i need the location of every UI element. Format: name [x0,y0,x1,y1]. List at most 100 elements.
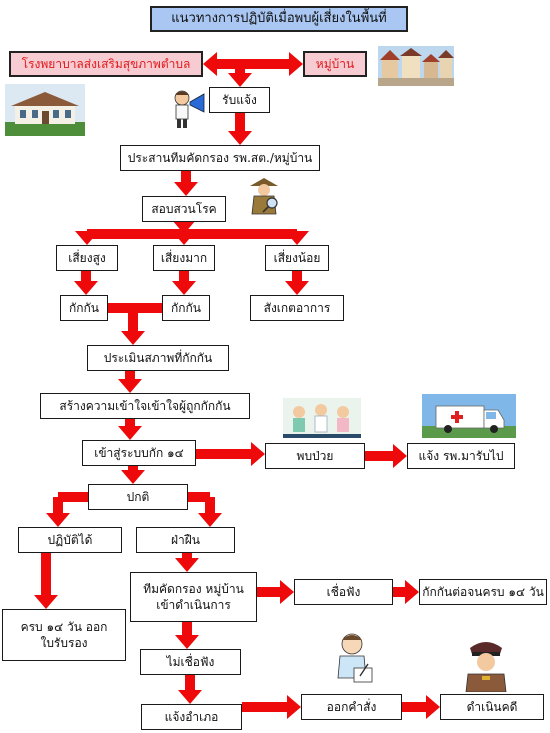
connector-head-19 [285,231,309,245]
node-hospital: โรงพยาบาลส่งเสริมสุขภาพตำบล [9,51,203,77]
connector-bar-20 [81,271,91,283]
node-coordinate-label: ประสานทีมคัดกรอง รพ.สต./หมู่บ้าน [127,150,313,165]
node-observe-label: สังเกตอาการ [263,300,331,315]
node-complete-line1: ครบ ๑๔ วัน ออก [20,619,108,634]
connector-head-56 [178,690,202,704]
page-title: แนวทางการปฏิบัติเมื่อพบผู้เสี่ยงในพื้นที… [150,6,408,32]
node-obey: เชื่อฟัง [294,579,393,605]
connector-head-10 [174,182,198,196]
node-normal-label: ปกติ [126,489,150,504]
connector-bar-53 [182,622,192,637]
connector-bar-22 [179,271,189,283]
connector-head-34 [251,442,265,466]
node-sick-label: พบป่วย [296,448,334,463]
connector-head-60 [426,695,440,719]
node-low-risk-label: เสี่ยงน้อย [273,250,321,265]
village-houses-icon [378,46,454,86]
node-team-line1: ทีมคัดกรอง หมู่บ้าน [143,581,244,596]
connector-head-12 [172,220,196,234]
node-low-risk: เสี่ยงน้อย [265,245,329,271]
medical-team-icon [283,398,361,438]
connector-bar-42 [188,492,210,502]
node-quarantine-2: กักกัน [162,295,210,321]
node-understand-label: สร้างความเข้าใจเข้าใจผู้ถูกกักกัน [59,398,231,413]
writing-boy-icon [332,630,376,688]
connector-head-32 [118,426,142,440]
connector-head-23 [172,281,196,295]
connector-bar-57 [242,702,289,712]
node-hospital-label: โรงพยาบาลส่งเสริมสุขภาพตำบล [21,56,191,71]
node-enter-label: เข้าสู่ระบบกัก ๑๔ [94,445,184,460]
connector-head-15 [75,231,99,245]
connector-bar-5 [235,64,245,75]
node-extend: กักกันต่อจนครบ ๑๔ วัน [419,579,547,605]
node-very-risk-label: เสี่ยงมาก [160,250,208,265]
ambulance-icon [422,394,516,438]
node-enter: เข้าสู่ระบบกัก ๑๔ [82,440,196,466]
connector-head-6 [228,73,252,87]
connector-bar-49 [257,587,282,597]
node-very-risk: เสี่ยงมาก [153,245,215,271]
node-receive-label: รับแจ้ง [222,92,257,107]
connector-bar-45 [41,553,51,597]
connector-bar-2 [240,59,291,69]
connector-head-50 [280,580,294,604]
node-disobey: ไม่เชื่อฟัง [140,649,241,675]
node-team-line2: เข้าดำเนินการ [156,598,231,612]
node-team: ทีมคัดกรอง หมู่บ้าน เข้าดำเนินการ [130,572,257,622]
node-district: แจ้งอำเภอ [141,704,242,730]
connector-head-52 [405,580,419,604]
node-quarantine-1: กักกัน [60,295,108,321]
police-officer-icon [460,636,512,692]
connector-head-3 [289,52,303,76]
connector-head-54 [175,635,199,649]
connector-head-48 [175,558,199,572]
node-district-label: แจ้งอำเภอ [164,709,219,724]
connector-head-17 [172,231,196,245]
node-high-risk-label: เสี่ยงสูง [68,250,106,265]
connector-bar-31 [125,419,135,428]
node-sick: พบป่วย [265,443,365,469]
node-quarantine-2-label: กักกัน [171,300,201,315]
node-investigate: สอบสวนโรค [142,196,226,222]
node-quarantine-1-label: กักกัน [69,300,99,315]
node-comply-label: ปฏิบัติได้ [47,532,93,547]
node-complete: ครบ ๑๔ วัน ออก ใบรับรอง [2,609,126,661]
node-receive: รับแจ้ง [209,87,270,113]
page-title-text: แนวทางการปฏิบัติเมื่อพบผู้เสี่ยงในพื้นที… [171,11,387,27]
node-observe: สังเกตอาการ [250,295,344,321]
connector-bar-37 [128,466,138,472]
node-complete-line2: ใบรับรอง [40,636,88,650]
node-violate: ฝ่าฝืน [136,527,235,553]
connector-bar-40 [53,497,63,515]
node-disobey-label: ไม่เชื่อฟัง [166,654,215,669]
connector-bar-51 [393,587,407,597]
connector-head-41 [46,513,70,527]
connector-bar-29 [125,371,135,381]
node-village: หมู่บ้าน [303,51,367,77]
node-comply: ปฏิบัติได้ [18,527,122,553]
node-prosecute: ดำเนินคดี [440,694,544,720]
node-normal: ปกติ [88,484,188,510]
node-assess-label: ประเมินสภาพที่กักกัน [103,350,213,365]
node-coordinate: ประสานทีมคัดกรอง รพ.สต./หมู่บ้าน [120,145,320,171]
connector-head-8 [228,131,252,145]
connector-bar-35 [365,451,395,461]
connector-bar-27 [128,308,138,333]
connector-head-25 [285,281,309,295]
node-order: ออกคำสั่ง [301,694,402,720]
connector-bar-55 [185,675,195,692]
connector-bar-43 [205,497,215,515]
node-team-text: ทีมคัดกรอง หมู่บ้าน เข้าดำเนินการ [143,581,244,613]
connector-head-44 [198,513,222,527]
node-order-label: ออกคำสั่ง [326,699,377,714]
connector-head-58 [287,695,301,719]
node-obey-label: เชื่อฟัง [326,584,361,599]
connector-head-36 [393,444,407,468]
hospital-building-icon [5,84,85,136]
node-prosecute-label: ดำเนินคดี [466,699,518,714]
node-investigate-label: สอบสวนโรค [151,201,217,216]
connector-bar-24 [292,271,302,283]
